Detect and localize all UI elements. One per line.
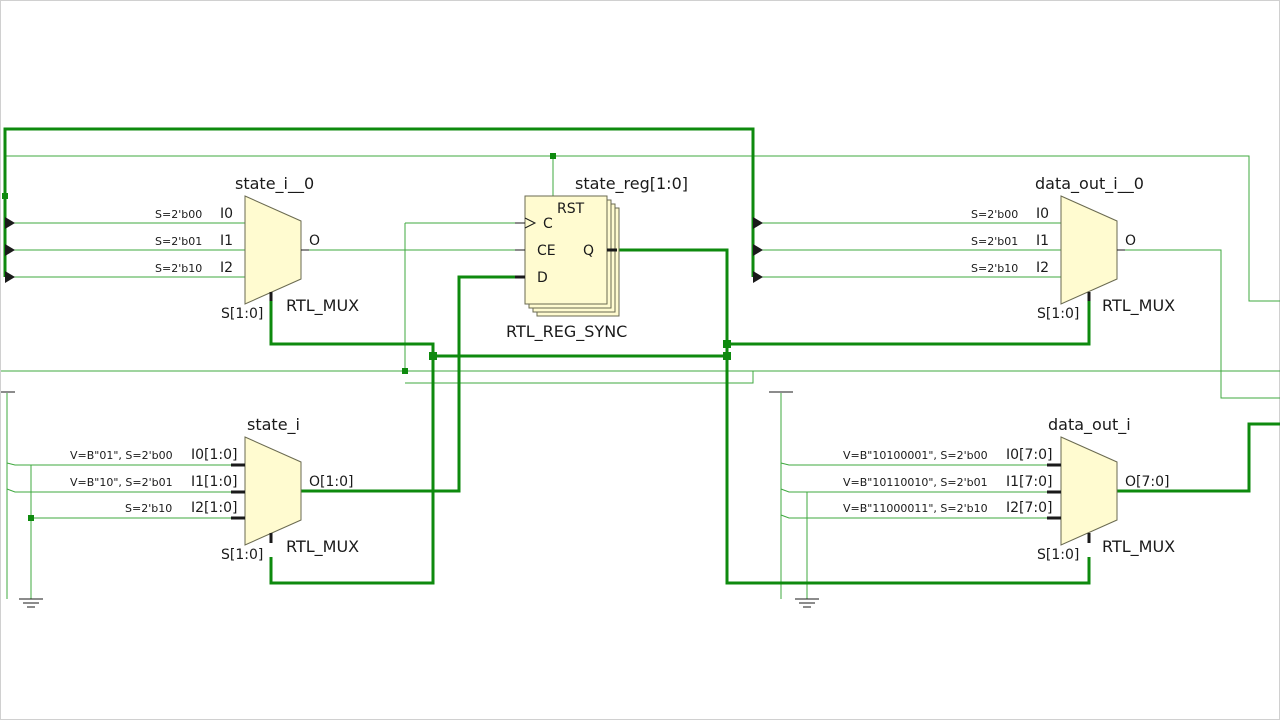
cell-type: RTL_MUX [1102, 537, 1175, 557]
junction-dot [28, 515, 34, 521]
supply-symbols [1, 391, 819, 608]
attr-i1: V=B"10", S=2'b01 [70, 476, 173, 489]
cell-state-i[interactable]: state_i RTL_MUX I0[1:0] I1[1:0] I2[1:0] … [70, 415, 359, 563]
input-arrow-icon [753, 244, 763, 256]
input-arrow-icon [753, 271, 763, 283]
pin-i1: I1 [1036, 233, 1049, 249]
attr-i0: S=2'b00 [155, 208, 202, 221]
pin-sel: S[1:0] [221, 547, 263, 563]
mux-body [244, 195, 302, 305]
reg-body [524, 195, 608, 305]
pin-sel: S[1:0] [1037, 306, 1079, 322]
input-arrow-icon [5, 217, 15, 229]
cell-data-out-i-0[interactable]: data_out_i__0 RTL_MUX I0 I1 I2 O S[1:0] … [971, 174, 1175, 322]
attr-i2: S=2'b10 [971, 262, 1018, 275]
attr-i1: S=2'b01 [971, 235, 1018, 248]
bus-data-out[interactable] [1117, 422, 1280, 493]
wire-si-i0[interactable] [6, 462, 231, 466]
junction-dot [429, 352, 437, 360]
junction-dot [550, 153, 556, 159]
pin-sel: S[1:0] [1037, 547, 1079, 563]
pin-i0: I0 [1036, 206, 1049, 222]
cell-name: state_reg[1:0] [575, 174, 688, 194]
attr-i1: V=B"10110010", S=2'b01 [843, 476, 988, 489]
attr-i1: S=2'b01 [155, 235, 202, 248]
bus-state-i-to-d[interactable] [301, 275, 525, 493]
clock-triangle-icon [524, 217, 537, 229]
cell-name: state_i__0 [235, 174, 314, 194]
wire-di-i0[interactable] [780, 462, 1047, 466]
wire-di-i1[interactable] [780, 488, 1047, 493]
thin-wires [1, 155, 1280, 599]
bus-d0-sel[interactable] [727, 301, 1091, 346]
bus-wires [3, 127, 1280, 585]
junction-dot [723, 340, 731, 348]
bus-state-sel[interactable] [269, 301, 435, 585]
bus-q-out[interactable] [607, 248, 1091, 585]
bus-top-loop[interactable] [3, 127, 755, 277]
pin-q: Q [583, 243, 594, 259]
pin-i0: I0 [220, 206, 233, 222]
attr-i0: V=B"10100001", S=2'b00 [843, 449, 988, 462]
cell-type: RTL_MUX [286, 537, 359, 557]
cell-type: RTL_MUX [1102, 296, 1175, 316]
pin-d: D [537, 270, 548, 286]
wire-mid-net[interactable] [1, 370, 754, 384]
cell-name: data_out_i [1048, 415, 1131, 435]
pin-out: O [1125, 233, 1136, 249]
cell-data-out-i[interactable]: data_out_i RTL_MUX I0[7:0] I1[7:0] I2[7:… [843, 415, 1175, 563]
junctions [2, 153, 731, 521]
pin-i2: I2[7:0] [1006, 500, 1053, 516]
pin-i2: I2 [1036, 260, 1049, 276]
pin-i0: I0[7:0] [1006, 447, 1053, 463]
cell-state-reg[interactable]: state_reg[1:0] RTL_REG_SYNC C CE D Q RST [506, 174, 688, 342]
mux-body [244, 436, 302, 546]
cell-type: RTL_MUX [286, 296, 359, 316]
input-arrow-icon [5, 271, 15, 283]
cell-name: state_i [247, 415, 300, 435]
mux-body [1060, 436, 1118, 546]
pin-rst: RST [557, 201, 585, 217]
pin-ce: CE [537, 243, 556, 259]
pin-sel: S[1:0] [221, 306, 263, 322]
pin-c: C [543, 216, 553, 232]
junction-dot [723, 352, 731, 360]
pin-i0: I0[1:0] [191, 447, 238, 463]
attr-i0: S=2'b00 [971, 208, 1018, 221]
attr-i2: V=B"11000011", S=2'b10 [843, 502, 988, 515]
cell-type: RTL_REG_SYNC [506, 322, 627, 342]
pin-i2: I2 [220, 260, 233, 276]
pin-i2: I2[1:0] [191, 500, 238, 516]
pin-out: O[1:0] [309, 474, 353, 490]
cell-state-i-0[interactable]: state_i__0 RTL_MUX I0 I1 I2 O S[1:0] S=2… [155, 174, 359, 322]
cell-name: data_out_i__0 [1035, 174, 1144, 194]
input-arrow-icon [753, 217, 763, 229]
input-arrows [5, 217, 763, 283]
attr-i2: S=2'b10 [125, 502, 172, 515]
attr-i2: S=2'b10 [155, 262, 202, 275]
junction-dot [402, 368, 408, 374]
wire-net-top[interactable] [5, 155, 1280, 302]
pin-out: O [309, 233, 320, 249]
attr-i0: V=B"01", S=2'b00 [70, 449, 173, 462]
pin-i1: I1 [220, 233, 233, 249]
pin-i1: I1[7:0] [1006, 474, 1053, 490]
pin-i1: I1[1:0] [191, 474, 238, 490]
mux-body [1060, 195, 1118, 305]
wire-d0-out[interactable] [1117, 249, 1280, 399]
pin-out: O[7:0] [1125, 474, 1169, 490]
wire-di-i2[interactable] [780, 514, 1047, 519]
input-arrow-icon [5, 244, 15, 256]
wire-si-i1[interactable] [6, 488, 231, 493]
junction-dot [2, 193, 8, 199]
